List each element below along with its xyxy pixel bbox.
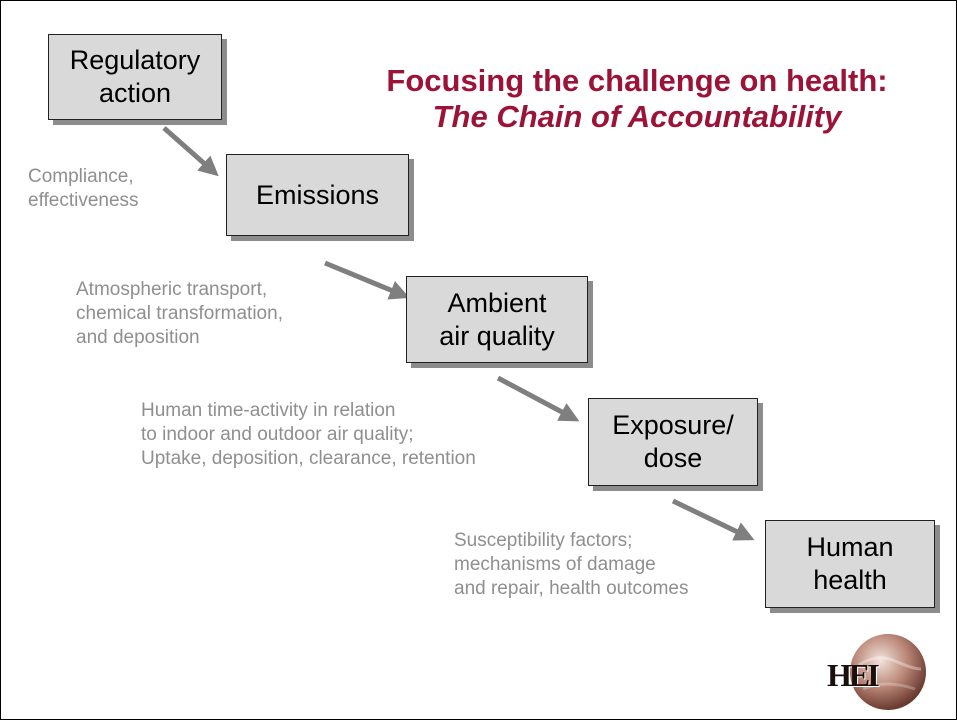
box-emissions: Emissions bbox=[226, 154, 409, 236]
arrow-ambient-to-exposure bbox=[496, 375, 580, 422]
hei-logo-text: HEI bbox=[827, 657, 880, 693]
box-exposure-dose: Exposure/ dose bbox=[588, 398, 758, 486]
box-regulatory-action: Regulatory action bbox=[48, 34, 222, 120]
box-ambient-air-quality: Ambient air quality bbox=[406, 276, 588, 363]
hei-logo: HEI bbox=[827, 631, 929, 713]
note-atmospheric: Atmospheric transport, chemical transfor… bbox=[76, 279, 283, 348]
note-susceptibility: Susceptibility factors; mechanisms of da… bbox=[454, 530, 689, 599]
globe-icon bbox=[850, 634, 926, 710]
note-human-time-activity: Human time-activity in relation to indoo… bbox=[141, 400, 476, 469]
arrow-regulatory-to-emissions bbox=[162, 126, 219, 177]
arrow-emissions-to-ambient bbox=[324, 260, 410, 300]
note-compliance: Compliance, effectiveness bbox=[28, 166, 139, 211]
title-line-2: The Chain of Accountability bbox=[432, 99, 842, 134]
slide-title: Focusing the challenge on health: The Ch… bbox=[327, 63, 947, 135]
arrow-exposure-to-health bbox=[671, 498, 755, 541]
box-human-health: Human health bbox=[765, 520, 935, 608]
title-line-1: Focusing the challenge on health: bbox=[386, 63, 888, 98]
